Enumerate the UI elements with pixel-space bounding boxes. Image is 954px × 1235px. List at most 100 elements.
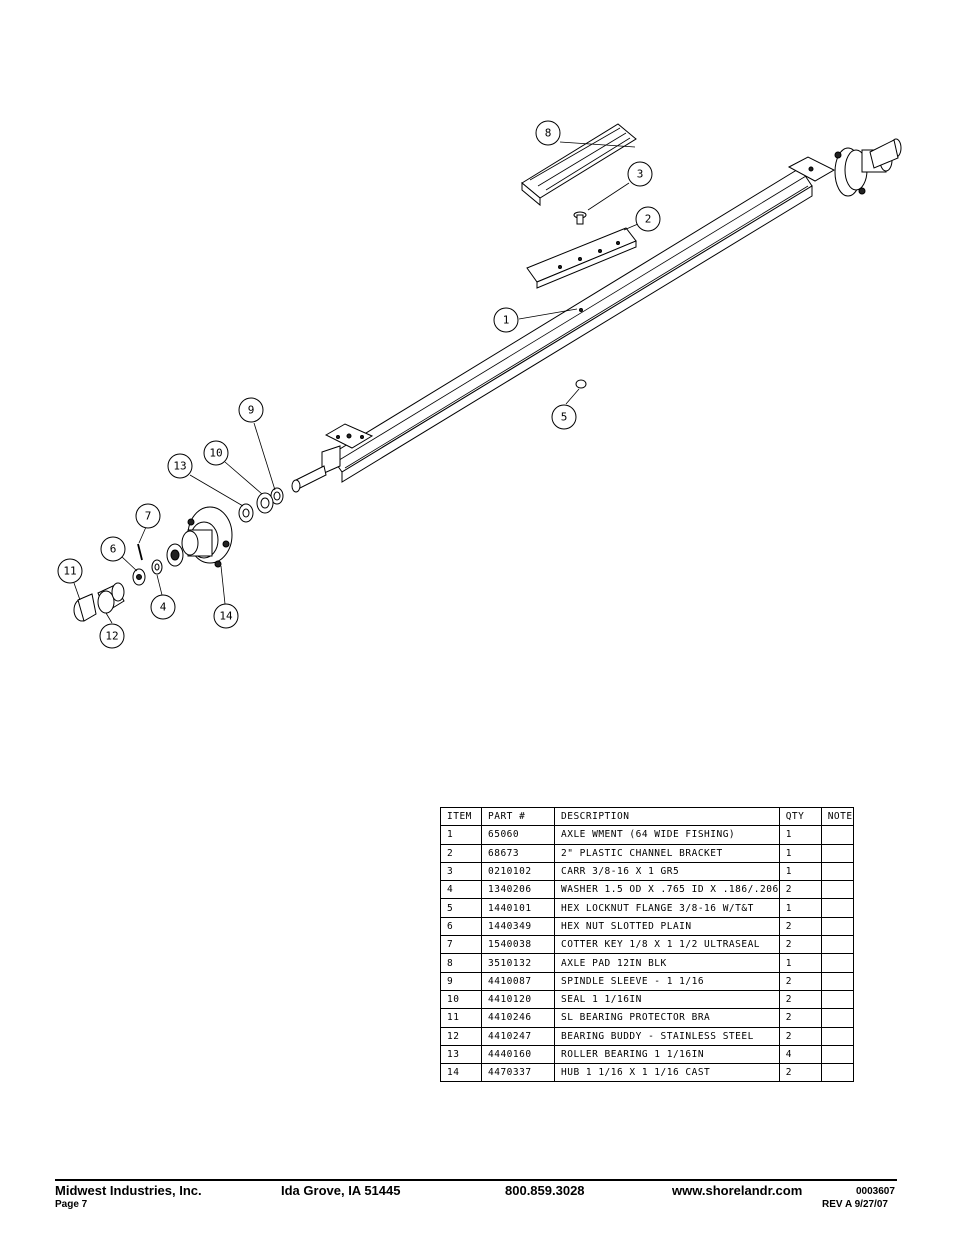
svg-text:2: 2: [645, 213, 652, 226]
cell-part-number: 1540038: [481, 935, 555, 955]
carriage-bolt: [573, 211, 587, 225]
cell-qty: 2: [778, 880, 822, 900]
cell-note: [820, 880, 854, 900]
header-note: NOTE: [820, 806, 854, 827]
cell-qty: 1: [778, 843, 822, 863]
callout-4: 4: [150, 594, 176, 620]
channel-bracket: [526, 227, 637, 289]
cell-note: [820, 1026, 854, 1046]
svg-text:8: 8: [545, 127, 552, 140]
svg-text:1: 1: [503, 314, 510, 327]
cell-qty: 1: [778, 861, 822, 882]
cell-item: 8: [440, 953, 482, 973]
cell-description: SL BEARING PROTECTOR BRA: [554, 1008, 780, 1028]
right-hub: [834, 138, 902, 197]
cell-description: BEARING BUDDY - STAINLESS STEEL: [554, 1026, 780, 1046]
cell-qty: 2: [778, 935, 822, 955]
cell-item: 13: [440, 1044, 482, 1065]
header-part-number: PART #: [481, 806, 555, 827]
cell-description: SPINDLE SLEEVE - 1 1/16: [554, 971, 780, 991]
cell-item: 12: [440, 1026, 482, 1046]
callout-6: 6: [100, 536, 126, 562]
svg-text:3: 3: [637, 168, 644, 181]
cell-qty: 2: [778, 916, 822, 937]
cell-note: [820, 916, 854, 937]
cell-part-number: 1440101: [481, 898, 555, 918]
cell-item: 3: [440, 861, 482, 882]
cell-part-number: 4410087: [481, 971, 555, 991]
cell-qty: 2: [778, 1008, 822, 1028]
svg-text:4: 4: [160, 601, 167, 614]
svg-text:9: 9: [248, 404, 255, 417]
cell-qty: 1: [778, 953, 822, 973]
cell-note: [820, 843, 854, 863]
leader-lines: [73, 141, 639, 624]
cell-description: COTTER KEY 1/8 X 1 1/2 ULTRASEAL: [554, 935, 780, 955]
cell-part-number: 4410120: [481, 989, 555, 1010]
svg-text:6: 6: [110, 543, 117, 556]
cell-part-number: 3510132: [481, 953, 555, 973]
header-qty: QTY: [778, 806, 822, 827]
spindle-parts: [238, 487, 284, 523]
svg-text:10: 10: [209, 447, 222, 460]
cell-part-number: 65060: [481, 825, 555, 845]
cell-description: AXLE WMENT (64 WIDE FISHING): [554, 825, 780, 845]
callout-5: 5: [551, 404, 577, 430]
cell-note: [820, 825, 854, 845]
cell-part-number: 4440160: [481, 1044, 555, 1065]
cell-item: 10: [440, 989, 482, 1010]
footer-location: Ida Grove, IA 51445: [281, 1183, 401, 1198]
cell-part-number: 4410246: [481, 1008, 555, 1028]
footer-doc-number: 0003607: [856, 1186, 895, 1197]
bearing-protector: [73, 582, 125, 622]
cell-qty: 2: [778, 1063, 822, 1083]
cell-part-number: 68673: [481, 843, 555, 863]
axle-tube: [291, 156, 836, 493]
cell-part-number: 0210102: [481, 861, 555, 882]
svg-text:14: 14: [219, 610, 233, 623]
hex-locknut: [575, 379, 587, 389]
header-item: ITEM: [440, 806, 482, 827]
cell-part-number: 4410247: [481, 1026, 555, 1046]
svg-text:5: 5: [561, 411, 568, 424]
cell-description: WASHER 1.5 OD X .765 ID X .186/.206: [554, 880, 780, 900]
cell-description: AXLE PAD 12IN BLK: [554, 953, 780, 973]
callout-14: 14: [213, 603, 239, 629]
cell-note: [820, 1044, 854, 1065]
cell-item: 2: [440, 843, 482, 863]
cell-qty: 1: [778, 898, 822, 918]
cell-qty: 4: [778, 1044, 822, 1065]
footer-company: Midwest Industries, Inc.: [55, 1183, 202, 1198]
footer-page: Page 7: [55, 1199, 88, 1210]
cell-note: [820, 1063, 854, 1083]
axle-pad: [521, 123, 637, 207]
callout-7: 7: [135, 503, 161, 529]
cell-part-number: 4470337: [481, 1063, 555, 1083]
hub: [166, 506, 233, 568]
cell-note: [820, 861, 854, 882]
footer-website: www.shorelandr.com: [672, 1183, 803, 1198]
cell-description: SEAL 1 1/16IN: [554, 989, 780, 1010]
cell-note: [820, 1008, 854, 1028]
cell-note: [820, 971, 854, 991]
footer-revision: REV A 9/27/07: [822, 1199, 888, 1210]
cell-qty: 2: [778, 1026, 822, 1046]
callout-12: 12: [99, 623, 125, 649]
cell-qty: 1: [778, 825, 822, 845]
cell-description: ROLLER BEARING 1 1/16IN: [554, 1044, 780, 1065]
callout-9: 9: [238, 397, 264, 423]
footer-divider: [55, 1179, 897, 1181]
callout-10: 10: [203, 440, 229, 466]
callout-2: 2: [635, 206, 661, 232]
cell-item: 14: [440, 1063, 482, 1083]
svg-text:7: 7: [145, 510, 152, 523]
